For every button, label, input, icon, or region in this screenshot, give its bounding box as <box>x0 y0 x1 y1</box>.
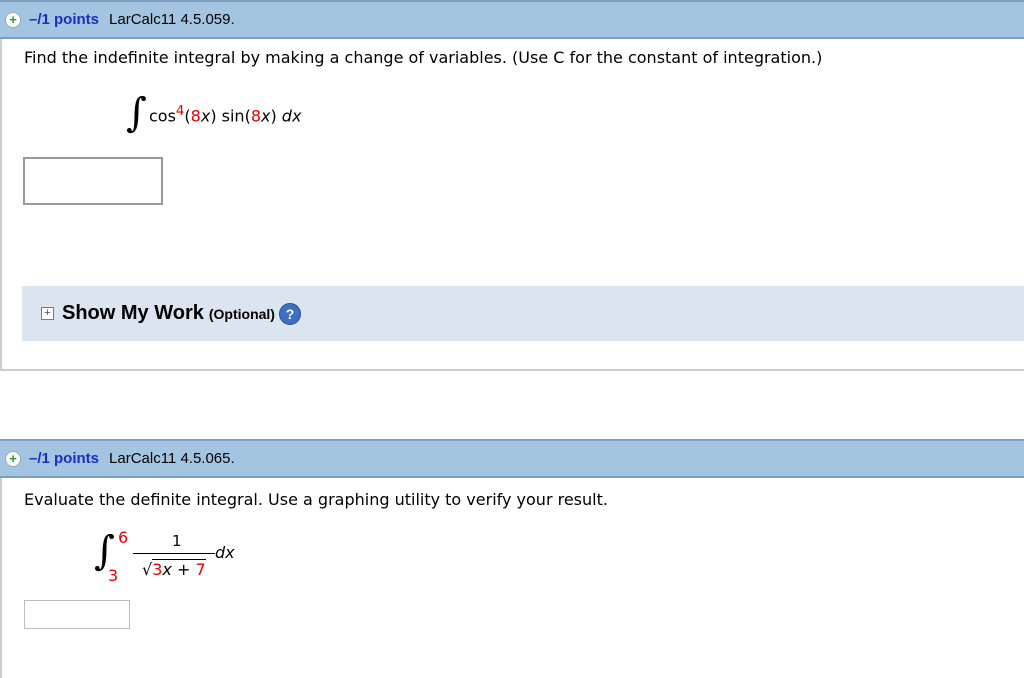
var: x <box>162 560 172 579</box>
question-header-2: + –/1 points LarCalc11 4.5.065. <box>0 439 1024 478</box>
points-label: –/1 points <box>29 11 100 28</box>
points-label: –/1 points <box>29 450 100 467</box>
lower-limit: 3 <box>108 566 119 585</box>
dx: dx <box>215 543 235 562</box>
fraction-bar <box>133 553 215 554</box>
question-header-1: + –/1 points LarCalc11 4.5.059. <box>0 0 1024 39</box>
question-prompt: Evaluate the definite integral. Use a gr… <box>24 490 608 509</box>
question-prompt: Find the indefinite integral by making a… <box>24 48 823 67</box>
show-my-work-panel[interactable]: + Show My Work (Optional) ? <box>22 286 1024 341</box>
integrand: cos4(8x) sin(8x) dx <box>149 104 301 125</box>
cos: cos <box>149 106 176 126</box>
paren: ) <box>270 106 282 126</box>
const: 7 <box>195 560 206 579</box>
question-id: LarCalc11 4.5.065. <box>109 450 235 467</box>
plus: + <box>171 560 196 579</box>
dx: dx <box>215 543 235 562</box>
denominator: √3x + 7 <box>142 559 206 579</box>
var: x <box>200 106 211 126</box>
integral-sign-icon: ∫ <box>126 90 147 136</box>
sqrt-icon: √ <box>142 560 153 579</box>
help-icon[interactable]: ? <box>278 302 301 325</box>
var: x <box>261 106 271 126</box>
paren: ( <box>184 106 191 126</box>
expand-box-icon[interactable]: + <box>41 307 54 320</box>
coef: 8 <box>190 106 201 126</box>
numerator: 1 <box>172 532 182 550</box>
question-card-1: Find the indefinite integral by making a… <box>0 39 1024 371</box>
expand-plus-icon[interactable]: + <box>5 11 21 28</box>
upper-limit: 6 <box>118 528 129 547</box>
coef: 3 <box>152 560 163 579</box>
dx: dx <box>281 106 302 126</box>
question-card-2: Evaluate the definite integral. Use a gr… <box>0 478 1024 678</box>
show-my-work-label[interactable]: Show My Work <box>62 302 204 324</box>
answer-input-1[interactable] <box>23 157 163 205</box>
coef: 8 <box>250 106 261 126</box>
expand-plus-icon[interactable]: + <box>5 450 21 467</box>
exponent: 4 <box>175 104 185 119</box>
question-id: LarCalc11 4.5.059. <box>109 11 235 28</box>
sin: ) sin( <box>210 106 251 126</box>
integral-sign-icon: ∫ <box>94 528 115 574</box>
optional-label: (Optional) <box>208 305 275 322</box>
answer-input-2[interactable] <box>24 600 130 629</box>
